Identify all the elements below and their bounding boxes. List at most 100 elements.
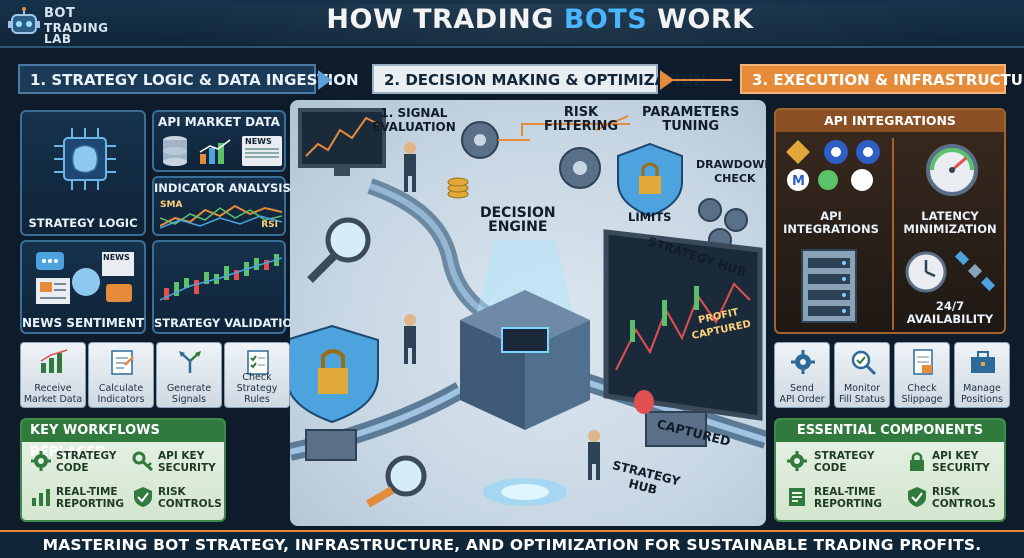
signal-arrows-icon [179, 351, 201, 373]
step-check-strategy-rules: Check Strategy Rules [224, 342, 290, 408]
indicator-analysis-label: INDICATOR ANALYSIS [154, 181, 291, 195]
exchange-logos-icon: M [786, 140, 880, 191]
news-tag-2: NEWS [103, 253, 130, 262]
shield-check-icon [908, 487, 926, 507]
sma-label: SMA [160, 200, 183, 210]
strategy-validation-label: STRATEGY VALIDATION [154, 316, 302, 330]
step-manage-positions: Manage Positions [954, 342, 1010, 408]
availability-label: 24/7 AVAILABILITY [906, 299, 994, 326]
step-label: Manage Positions [961, 383, 1003, 405]
step-calculate-indicators: Calculate Indicators [88, 342, 154, 408]
phase-arrow-2 [660, 70, 674, 90]
component-item-api-key-security: API KEY SECURITY [932, 450, 990, 474]
gear-icon [31, 451, 51, 471]
brand-logo: BOT TRADING LAB [6, 3, 136, 45]
decision-engine-stage: 1. SIGNAL EVALUATION RISK FILTERING PARA… [290, 100, 774, 526]
decision-engine-illustration [290, 108, 766, 508]
checklist-icon [247, 350, 269, 375]
workflow-item-strategy-code: STRATEGY CODE [56, 450, 117, 474]
step-label: Check Slippage [901, 383, 943, 405]
step-label: Send API Order [779, 383, 825, 405]
step-label: Monitor Fill Status [839, 383, 885, 405]
api-integrations-title: API INTEGRATIONS [776, 110, 1004, 132]
shield-check-icon [134, 487, 152, 507]
briefcase-icon [971, 351, 995, 373]
news-tag: NEWS [245, 137, 272, 146]
title-part2: WORK [647, 4, 754, 35]
speed-gauge-icon [926, 144, 978, 196]
essential-components-title: ESSENTIAL COMPONENTS [776, 420, 1004, 442]
gear-icon [787, 451, 807, 471]
column-divider [892, 138, 894, 330]
svg-text:M: M [792, 174, 805, 189]
indicator-analysis-panel: INDICATOR ANALYSIS SMA RSI [152, 176, 291, 236]
parameters-tuning-label: PARAMETERS TUNING [642, 105, 740, 134]
api-integrations-panel: API INTEGRATIONS M API INTEGRATIONS LATE… [774, 108, 1006, 334]
step-label: Generate Signals [166, 383, 212, 405]
latency-minimization-label: LATENCY MINIMIZATION [903, 209, 997, 236]
bar-chart-icon [32, 489, 50, 506]
magnifier-icon [851, 350, 877, 375]
key-workflows-title: KEY WORKFLOWS REPLACED [22, 420, 224, 460]
report-icon [789, 488, 805, 506]
key-workflows-box: KEY WORKFLOWS REPLACED STRATEGY CODE API… [20, 418, 226, 522]
phase-3-header: 3. EXECUTION & INFRASTRUCTURE [740, 64, 1024, 94]
clipboard-icon [111, 350, 134, 375]
api-market-data-label: API MARKET DATA [158, 115, 280, 129]
step-label: Check Strategy Rules [236, 372, 278, 405]
logo-text-bot: BOT [44, 6, 76, 21]
database-icon [163, 136, 187, 166]
phase-2-header: 2. DECISION MAKING & OPTIMIZATION [372, 64, 706, 94]
server-icon [801, 249, 857, 323]
title-band [140, 4, 980, 44]
strategy-logic-panel: STRATEGY LOGIC [20, 110, 146, 236]
candlestick-chart-icon [160, 254, 282, 301]
phase-1-header: 1. STRATEGY LOGIC & DATA INGESTION [18, 64, 359, 94]
satellite-icon [954, 250, 996, 292]
bar-chart-icon [199, 139, 231, 164]
component-item-strategy-code: STRATEGY CODE [814, 450, 875, 474]
step-check-slippage: Check Slippage [894, 342, 950, 408]
workflow-item-risk-controls: RISK CONTROLS [158, 486, 222, 510]
key-icon [132, 451, 154, 472]
workflow-item-real-time-reporting: REAL-TIME REPORTING [56, 486, 124, 510]
step-receive-market-data: Receive Market Data [20, 342, 86, 408]
phase-arrow-1 [318, 70, 332, 90]
header-bar: BOT TRADING LAB HOW TRADING BOTS WORK [0, 0, 1024, 48]
limits-label: LIMITS [628, 210, 672, 224]
step-monitor-fill-status: Monitor Fill Status [834, 342, 890, 408]
title-highlight: BOTS [563, 4, 648, 35]
workflow-item-api-key-security: API KEY SECURITY [158, 450, 216, 474]
clock-icon [905, 251, 947, 293]
strategy-validation-panel: STRATEGY VALIDATION [152, 240, 302, 334]
api-integrations-label: API INTEGRATIONS [783, 209, 879, 236]
step-generate-signals: Generate Signals [156, 342, 222, 408]
news-sentiment-panel: NEWS NEWS SENTIMENT [20, 240, 146, 334]
news-paper-icon: NEWS [242, 136, 282, 166]
strategy-logic-label: STRATEGY LOGIC [28, 216, 138, 230]
step-send-api-order: Send API Order [774, 342, 830, 408]
title-part1: HOW TRADING [326, 4, 564, 35]
component-item-risk-controls: RISK CONTROLS [932, 486, 996, 510]
decision-engine-label: DECISION ENGINE [480, 205, 556, 235]
phase-connector [672, 79, 732, 81]
step-label: Calculate Indicators [97, 383, 145, 405]
logo-text-trading-lab: TRADING LAB [44, 21, 109, 46]
risk-filtering-label: RISK FILTERING [544, 105, 618, 134]
gear-icon [791, 350, 815, 374]
bar-chart-icon [40, 349, 68, 373]
rsi-label: RSI [261, 220, 278, 230]
footer-tagline: MASTERING BOT STRATEGY, INFRASTRUCTURE, … [0, 530, 1024, 558]
document-icon [913, 349, 933, 375]
news-sentiment-icon [36, 252, 134, 304]
essential-components-box: ESSENTIAL COMPONENTS STRATEGY CODE API K… [774, 418, 1006, 522]
padlock-icon [910, 452, 924, 471]
page-title: HOW TRADING BOTS WORK [260, 4, 820, 44]
component-item-real-time-reporting: REAL-TIME REPORTING [814, 486, 882, 510]
news-sentiment-label: NEWS SENTIMENT [22, 316, 145, 330]
signal-evaluation-label: 1. SIGNAL EVALUATION [372, 106, 456, 134]
indicator-chart-icon [160, 204, 282, 229]
robot-icon [8, 7, 40, 34]
drawdown-check-label: DRAWDOWN CHECK [696, 158, 774, 185]
